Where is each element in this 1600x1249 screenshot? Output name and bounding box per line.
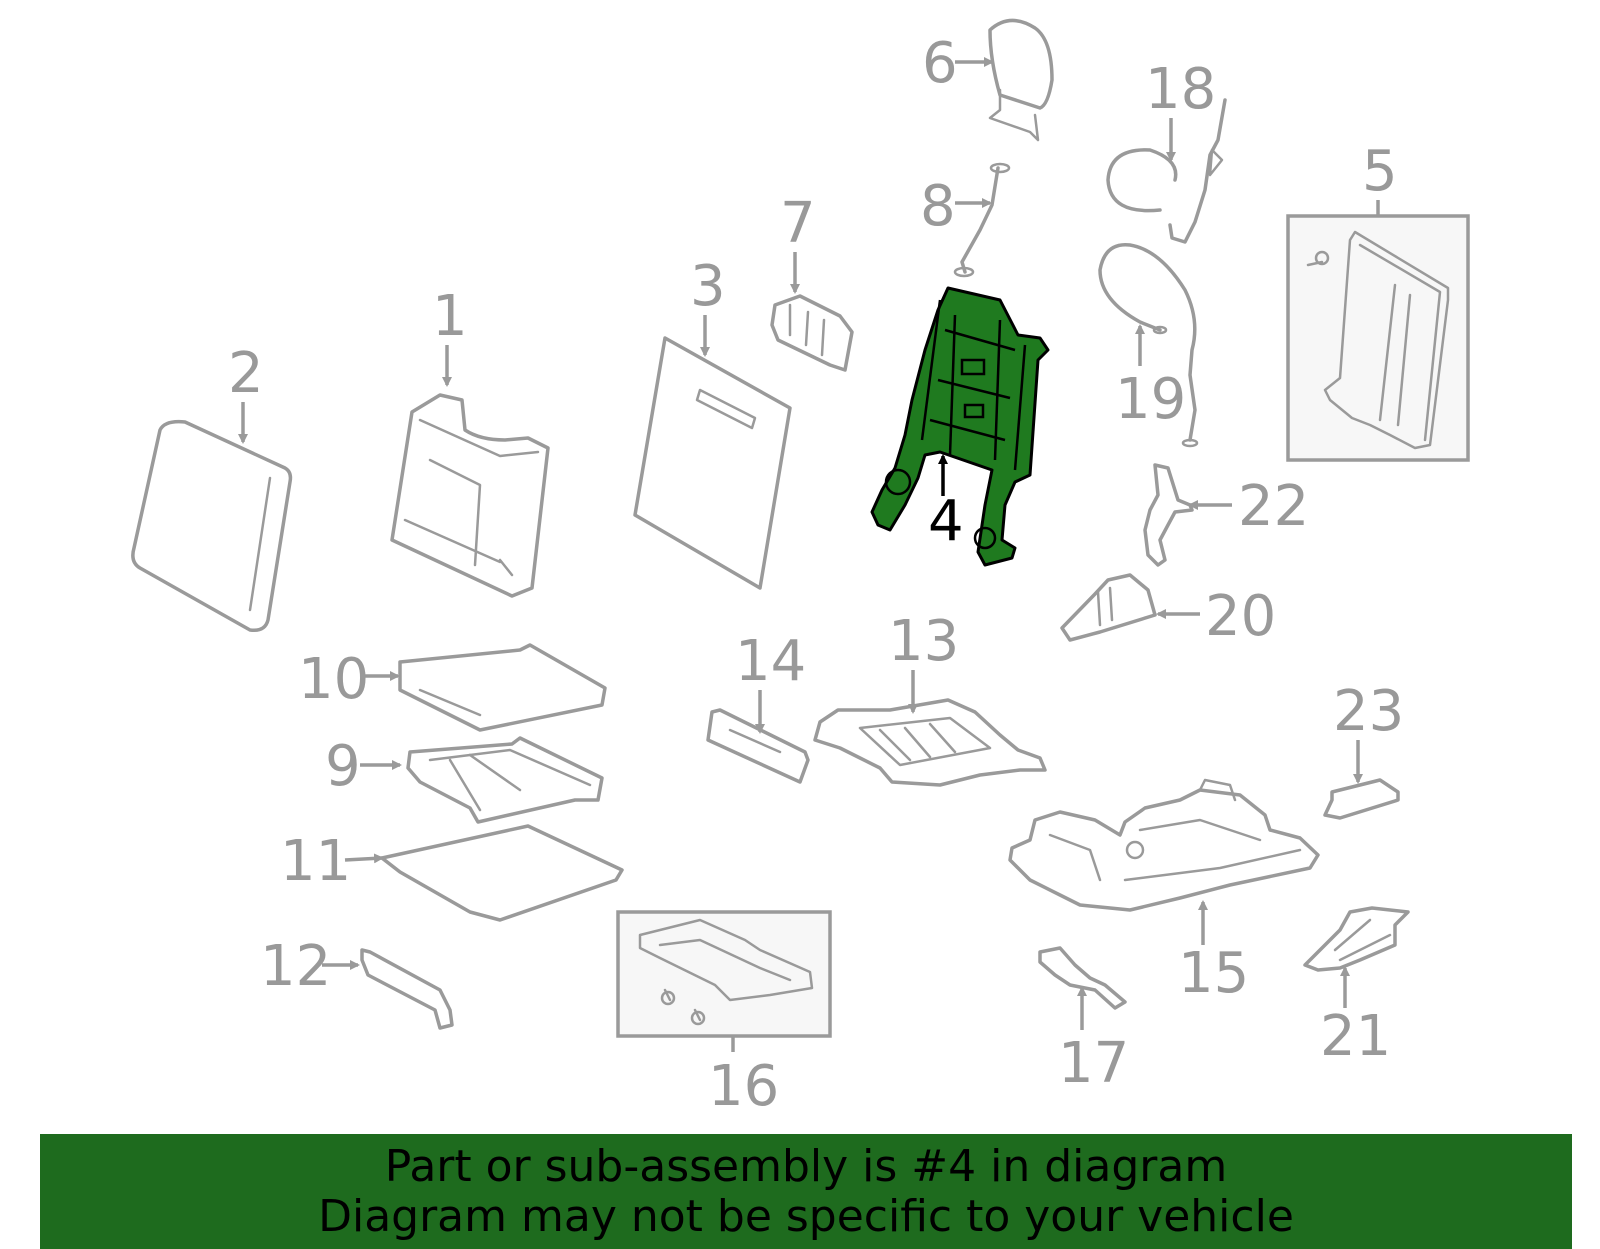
part-4-seatback-frame-highlighted[interactable] (870, 286, 1050, 567)
part-8-guide-rod[interactable] (953, 162, 1011, 278)
banner-line-2: Diagram may not be specific to your vehi… (318, 1190, 1294, 1242)
callout-15[interactable]: 15 (1178, 900, 1249, 1006)
svg-text:9: 9 (325, 734, 361, 799)
info-banner: Part or sub-assembly is #4 in diagram Di… (40, 1134, 1572, 1249)
svg-text:7: 7 (780, 191, 816, 256)
part-20-hinge-cover[interactable] (1060, 573, 1157, 642)
callout-10[interactable]: 10 (298, 647, 400, 712)
callout-6[interactable]: 6 (922, 31, 994, 96)
part-14-plate[interactable] (706, 708, 810, 784)
svg-text:1: 1 (432, 284, 468, 349)
part-23-small-bracket[interactable] (1323, 778, 1400, 820)
svg-text:12: 12 (260, 934, 331, 999)
callout-9[interactable]: 9 (325, 734, 402, 799)
callout-21[interactable]: 21 (1320, 966, 1391, 1069)
callout-7[interactable]: 7 (780, 191, 816, 294)
svg-text:5: 5 (1362, 139, 1398, 204)
svg-text:16: 16 (708, 1054, 779, 1119)
svg-text:17: 17 (1058, 1031, 1129, 1096)
svg-text:22: 22 (1238, 474, 1309, 539)
svg-text:19: 19 (1115, 367, 1186, 432)
svg-text:15: 15 (1178, 941, 1249, 1006)
callout-16[interactable]: 16 (708, 1054, 779, 1119)
callout-18[interactable]: 18 (1145, 57, 1216, 162)
callout-2[interactable]: 2 (228, 341, 264, 444)
part-7-trim-cover[interactable] (770, 294, 854, 372)
svg-text:8: 8 (920, 174, 956, 239)
svg-text:23: 23 (1333, 679, 1404, 744)
callout-23[interactable]: 23 (1333, 679, 1404, 784)
callout-1[interactable]: 1 (432, 284, 468, 387)
svg-text:18: 18 (1145, 57, 1216, 122)
callout-20[interactable]: 20 (1156, 584, 1276, 649)
part-6-headrest[interactable] (988, 18, 1054, 142)
svg-text:6: 6 (922, 31, 958, 96)
svg-text:14: 14 (735, 629, 806, 694)
callout-3[interactable]: 3 (690, 254, 726, 357)
part-13-cushion-frame[interactable] (813, 698, 1047, 787)
svg-text:20: 20 (1205, 584, 1276, 649)
callout-19[interactable]: 19 (1115, 324, 1186, 432)
part-11-seat-board[interactable] (380, 824, 624, 922)
part-3-back-panel[interactable] (633, 336, 792, 590)
svg-text:3: 3 (690, 254, 726, 319)
part-19-wire-rod[interactable] (1098, 242, 1199, 448)
svg-text:11: 11 (280, 829, 351, 894)
svg-text:2: 2 (228, 341, 264, 406)
callout-4[interactable]: 4 (928, 454, 964, 554)
svg-text:10: 10 (298, 647, 369, 712)
callout-13[interactable]: 13 (888, 609, 959, 714)
callout-17[interactable]: 17 (1058, 986, 1129, 1096)
part-9-seat-cushion-cover[interactable] (406, 736, 604, 824)
svg-text:21: 21 (1320, 1004, 1391, 1069)
part-2-seatback-pad[interactable] (131, 419, 293, 633)
callout-8[interactable]: 8 (920, 174, 992, 239)
callout-11[interactable]: 11 (280, 829, 384, 894)
banner-line-1: Part or sub-assembly is #4 in diagram (384, 1140, 1228, 1192)
part-10-seat-cushion-pad[interactable] (398, 643, 607, 732)
part-17-bracket[interactable] (1038, 946, 1127, 1010)
part-16-cover-box[interactable] (616, 910, 832, 1052)
callout-5[interactable]: 5 (1362, 139, 1398, 204)
part-22-bracket[interactable] (1143, 463, 1194, 567)
part-21-bracket[interactable] (1303, 906, 1410, 972)
part-15-seat-track[interactable] (1008, 778, 1320, 912)
callout-14[interactable]: 14 (735, 629, 806, 734)
part-5-back-board-box[interactable] (1286, 200, 1470, 462)
callout-12[interactable]: 12 (260, 934, 360, 999)
part-1-seatback-cover[interactable] (390, 393, 550, 598)
svg-text:13: 13 (888, 609, 959, 674)
callout-22[interactable]: 22 (1188, 474, 1309, 539)
part-12-trim-strip[interactable] (360, 948, 454, 1030)
svg-text:4: 4 (928, 489, 964, 554)
